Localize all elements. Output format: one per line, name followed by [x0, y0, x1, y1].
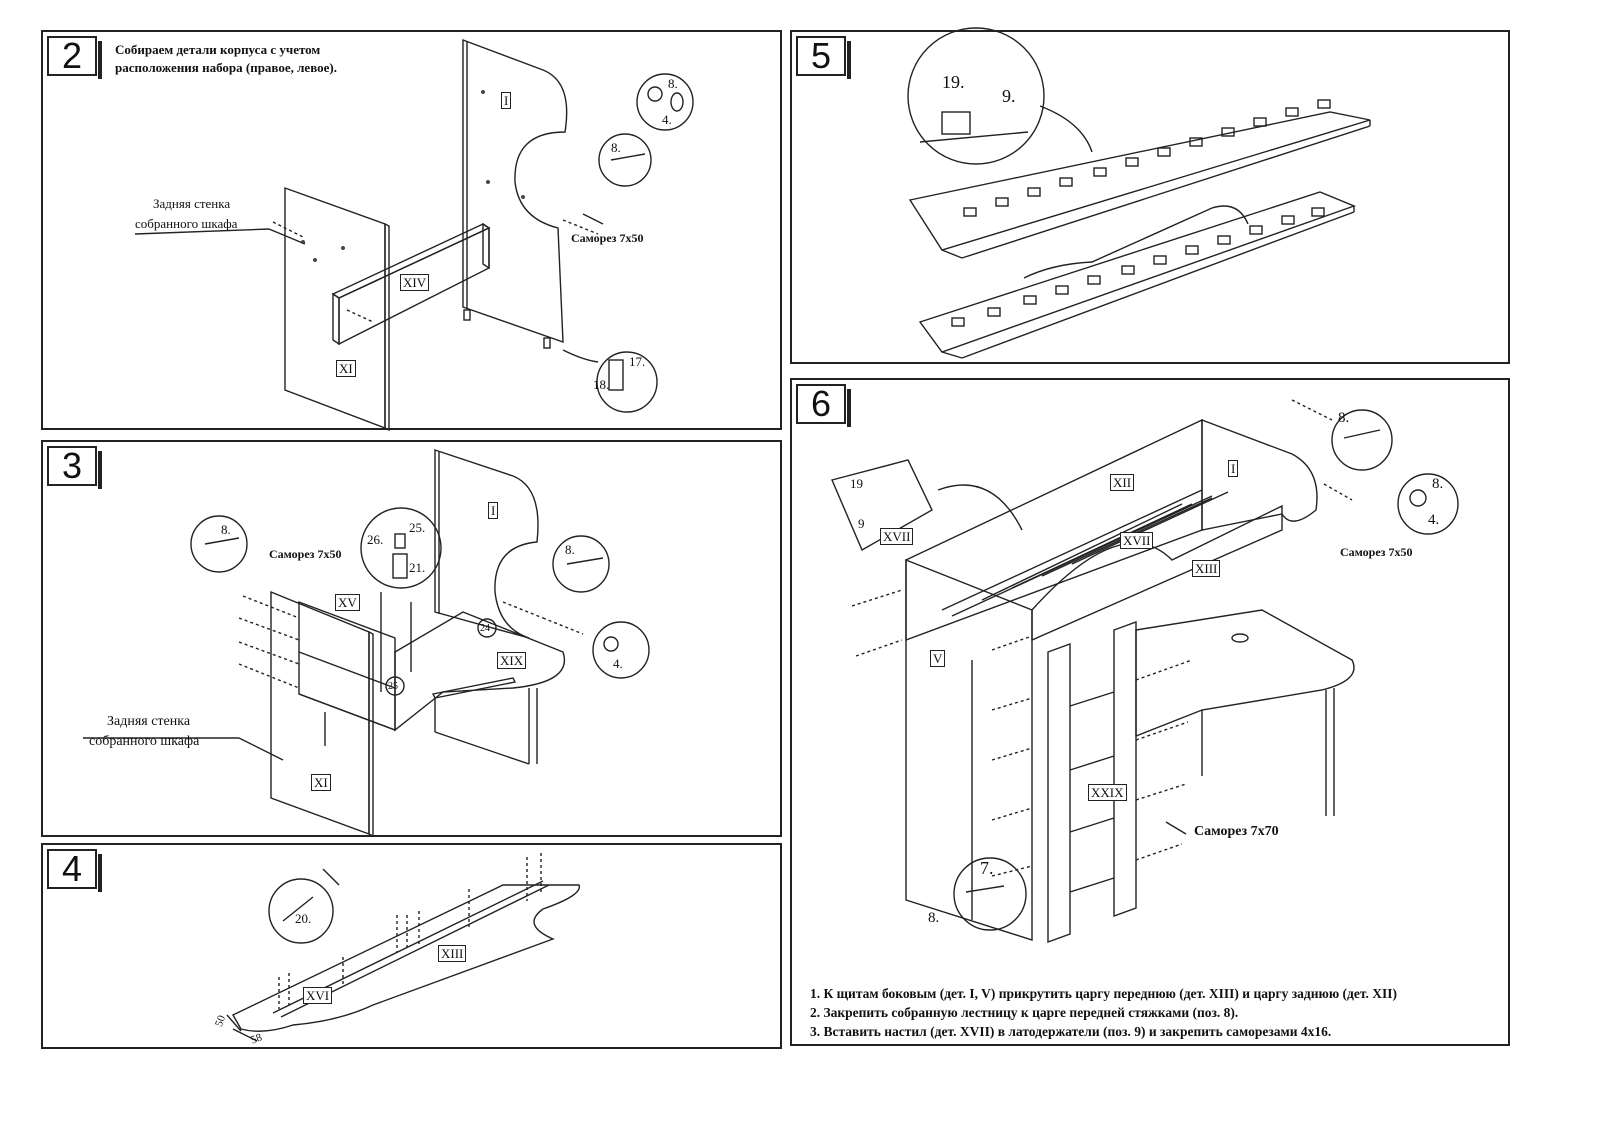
- marker-24: 24: [480, 623, 490, 634]
- callout-bottom-7: 7.: [980, 858, 994, 878]
- note-2: 2. Закрепить собранную лестницу к царге …: [810, 1005, 1239, 1020]
- step-number: 5: [796, 36, 851, 79]
- part-label-xvi: XVI: [303, 987, 333, 1004]
- callout-a-8: 8.: [668, 76, 678, 91]
- part-label-xxix: XXIX: [1088, 784, 1127, 801]
- panel-step-5: 5 19. 9.: [790, 27, 1510, 364]
- panel-step-3: 3: [41, 440, 782, 838]
- callout-c-18: 18.: [593, 377, 610, 392]
- assembly-drawing-step-2: [134, 38, 694, 432]
- part-label-xvii-slats: XVII: [1120, 532, 1154, 549]
- callout-right-b-4: 4.: [1428, 512, 1440, 528]
- step-number: 2: [47, 36, 102, 79]
- part-label-xi: XI: [311, 774, 331, 791]
- callout-20: 20.: [295, 911, 312, 926]
- note-3: 3. Вставить настил (дет. XVII) в латодер…: [810, 1024, 1332, 1039]
- screw-label-7x50: Саморез 7х50: [1340, 545, 1413, 559]
- step-number: 6: [796, 384, 851, 427]
- callout-9: 9: [858, 516, 865, 531]
- part-label-xiv: XIV: [400, 274, 430, 291]
- panel-step-4: 4 XIII XVI 20. 50 58: [41, 843, 782, 1049]
- part-label-i: I: [501, 92, 512, 109]
- screw-label: Саморез 7х50: [269, 547, 342, 561]
- callout-19: 19.: [942, 72, 965, 92]
- part-label-i: I: [1228, 460, 1239, 477]
- step-caption-line2: расположения набора (правое, левое).: [115, 60, 337, 75]
- callout-a-4: 4.: [662, 112, 672, 127]
- part-label-xv: XV: [335, 594, 360, 611]
- assembly-drawing-step-5: [907, 27, 1371, 359]
- part-label-xvii-callout: XVII: [880, 528, 914, 545]
- back-wall-label-2: собранного шкафа: [89, 734, 200, 749]
- part-label-v: V: [930, 650, 946, 667]
- marker-25: 25: [388, 681, 398, 692]
- part-label-i: I: [488, 502, 499, 519]
- part-label-xiii: XIII: [438, 945, 467, 962]
- slat-holders-lower: [951, 207, 1325, 327]
- callout-right-b-8: 8.: [1432, 476, 1444, 492]
- part-label-xiii: XIII: [1192, 560, 1221, 577]
- back-wall-label-2: собранного шкафа: [135, 216, 238, 231]
- back-wall-label-1: Задняя стенка: [153, 196, 231, 211]
- callout-c-17: 17.: [629, 354, 646, 369]
- callout-a-8: 8.: [221, 522, 231, 537]
- assembly-drawing-step-3: [83, 449, 650, 838]
- step-caption-line1: Собираем детали корпуса с учетом: [115, 42, 321, 57]
- panel-step-6: 6: [790, 378, 1510, 1046]
- callout-bottom-8: 8.: [928, 910, 940, 926]
- step-number: 4: [47, 849, 102, 892]
- slat-holders-upper: [963, 99, 1331, 217]
- callout-b-26: 26.: [367, 532, 384, 547]
- callout-c-8: 8.: [565, 542, 575, 557]
- assembly-notes: 1. К щитам боковым (дет. I, V) прикрутит…: [810, 984, 1397, 1041]
- callout-19: 19: [850, 476, 863, 491]
- assembly-drawing-step-6: [831, 399, 1459, 943]
- part-label-xix: XIX: [497, 652, 527, 669]
- callout-right-8: 8.: [1338, 410, 1350, 426]
- panel-step-2: 2 Собираем детали корпуса с учетом распо…: [41, 30, 782, 432]
- note-1: 1. К щитам боковым (дет. I, V) прикрутит…: [810, 986, 1397, 1001]
- screw-label: Саморез 7х50: [571, 231, 644, 245]
- callout-b-25: 25.: [409, 520, 426, 535]
- assembly-drawing-step-4: [226, 853, 581, 1042]
- callout-d-4: 4.: [613, 656, 623, 671]
- part-label-xii: XII: [1110, 474, 1135, 491]
- part-label-xi: XI: [336, 360, 356, 377]
- step-number: 3: [47, 446, 102, 489]
- callout-9: 9.: [1002, 86, 1016, 106]
- screw-label-7x70: Саморез 7х70: [1194, 824, 1279, 839]
- callout-b-21: 21.: [409, 560, 426, 575]
- callout-b-8: 8.: [611, 140, 621, 155]
- back-wall-label-1: Задняя стенка: [107, 714, 191, 729]
